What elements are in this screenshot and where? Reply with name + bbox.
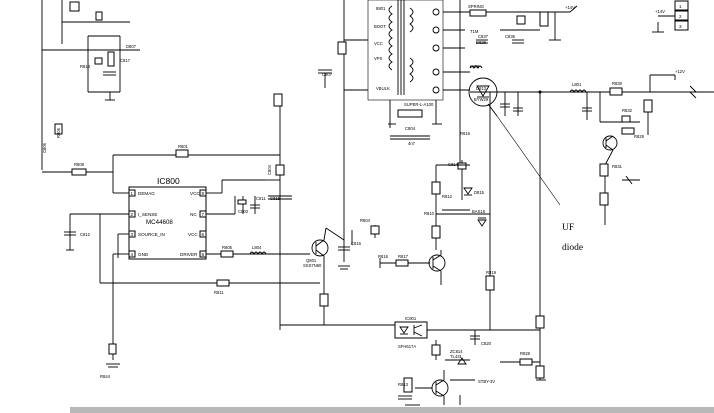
svg-text:L804: L804 [252, 245, 262, 250]
ic800-pin-demag: DEMAG [138, 191, 155, 196]
svg-text:ZC814: ZC814 [450, 349, 463, 354]
svg-text:SPRING: SPRING [468, 4, 484, 9]
svg-text:R808: R808 [74, 162, 85, 167]
svg-text:VCC: VCC [374, 41, 383, 46]
svg-text:4n7: 4n7 [408, 141, 416, 146]
ic800-chip: R801 IC800 1 DEMAG 2 I_SENSE 3 SOURCE_IN… [112, 144, 280, 260]
svg-text:C806: C806 [42, 142, 47, 153]
svg-text:R831: R831 [612, 164, 623, 169]
svg-text:R812: R812 [442, 194, 453, 199]
svg-text:R844: R844 [100, 374, 111, 379]
ic800-label: IC800 [157, 176, 180, 186]
svg-text:R813: R813 [80, 64, 91, 69]
opto-body [394, 321, 428, 339]
svg-text:C815: C815 [270, 196, 281, 201]
ic800-pin-driver: DRIVER [180, 252, 198, 257]
ic800-pin-vcc2: VCC [188, 232, 198, 237]
output-filter: L801 R830 +12V R832 R829 R831 [500, 69, 697, 380]
svg-text:R810: R810 [424, 211, 435, 216]
uf-diode-rectifier: D813 BYW29 UF diode [468, 77, 714, 253]
svg-text:T1M: T1M [470, 29, 479, 34]
svg-text:+14V: +14V [655, 9, 665, 14]
svg-text:SUPER-L-A100: SUPER-L-A100 [404, 102, 434, 107]
ic800-wiring: C812 R811 R805 L804 C803 C811 C804 C815 [64, 93, 320, 379]
svg-text:VPS: VPS [374, 56, 383, 61]
connector-pin-1: 1 [679, 4, 682, 9]
bottom-bar [70, 407, 714, 413]
svg-text:R819: R819 [486, 270, 497, 275]
svg-text:R817: R817 [398, 254, 409, 259]
svg-text:C804: C804 [405, 126, 416, 131]
svg-text:R811: R811 [214, 290, 224, 295]
annotation-uf: UF [562, 223, 574, 233]
svg-text:D807: D807 [126, 44, 137, 49]
opto-part: SFH617A [398, 344, 416, 349]
top-left-section: D807 C817 R813 C806 R806 R808 [41, 0, 140, 176]
svg-text:C812: C812 [80, 232, 91, 237]
svg-text:VBULK: VBULK [376, 86, 390, 91]
ic800-body [128, 186, 207, 260]
svg-text:7: 7 [202, 212, 205, 217]
svg-text:+12V: +12V [675, 69, 685, 74]
opto-ref: IC801 [405, 316, 417, 321]
svg-text:BYW29: BYW29 [474, 97, 489, 102]
svg-text:C811: C811 [256, 196, 266, 201]
ic800-part: MC44608 [146, 219, 173, 226]
svg-text:4: 4 [131, 252, 134, 257]
ic800-pin-gnd: GND [138, 252, 149, 257]
output-connector: 1 2 3 +14V [652, 0, 689, 33]
ic800-pin-vcc: VCC [190, 191, 200, 196]
svg-text:R801: R801 [178, 144, 189, 149]
svg-text:R828: R828 [520, 351, 531, 356]
svg-text:R829: R829 [634, 134, 645, 139]
svg-text:C804: C804 [267, 164, 272, 175]
svg-text:D813: D813 [476, 86, 487, 91]
svg-text:BOOT: BOOT [374, 24, 386, 29]
svg-text:8801: 8801 [376, 6, 386, 11]
svg-text:5: 5 [202, 252, 205, 257]
svg-text:C837: C837 [478, 34, 489, 39]
svg-text:C807: C807 [322, 72, 333, 77]
transformer: 8801 BOOT VCC VPS VBULK C807 SUPER-L-A10… [318, 0, 500, 165]
svg-text:C836: C836 [505, 34, 516, 39]
connector-pin-3: 3 [679, 24, 682, 29]
svg-text:R816: R816 [378, 254, 389, 259]
svg-text:STBY-3V: STBY-3V [478, 379, 495, 384]
svg-text:L801: L801 [572, 82, 582, 87]
bottom-transistor: R813 STBY-3V [398, 370, 495, 406]
svg-text:C820: C820 [481, 341, 492, 346]
connector-pin-2: 2 [679, 14, 682, 19]
svg-text:C814: C814 [448, 162, 459, 167]
ic800-pin-source: SOURCE_IN [138, 232, 165, 237]
svg-text:R806: R806 [56, 127, 61, 138]
svg-text:TL431: TL431 [450, 354, 463, 359]
svg-text:C816: C816 [351, 241, 362, 246]
svg-text:R832: R832 [622, 108, 633, 113]
svg-text:R805: R805 [222, 245, 233, 250]
svg-text:R816: R816 [460, 131, 471, 136]
svg-text:6: 6 [202, 232, 205, 237]
svg-text:C803: C803 [238, 209, 249, 214]
svg-text:3: 3 [131, 232, 134, 237]
svg-text:Q801: Q801 [306, 258, 317, 263]
feedback-network: C814 R812 R810 D815 BAS16 R819 R816 R817… [351, 92, 497, 330]
svg-text:SSS7N60: SSS7N60 [303, 263, 322, 268]
svg-text:BAS16: BAS16 [472, 209, 486, 214]
ic800-pin-isense: I_SENSE [138, 212, 157, 217]
svg-text:+14V: +14V [565, 5, 575, 10]
annotation-diode: diode [562, 243, 583, 253]
svg-text:1: 1 [131, 191, 134, 196]
svg-text:R830: R830 [612, 81, 623, 86]
optocoupler: IC801 SFH617A C820 ZC814 TL431 R828 [394, 315, 546, 381]
svg-text:R813: R813 [398, 382, 409, 387]
svg-text:C817: C817 [120, 58, 131, 63]
svg-text:R804: R804 [360, 218, 371, 223]
svg-text:D815: D815 [474, 190, 485, 195]
svg-text:2: 2 [131, 212, 134, 217]
svg-text:D828: D828 [476, 40, 487, 45]
top-right-caps: C837 C836 +14V [476, 5, 578, 44]
svg-text:8: 8 [202, 191, 205, 196]
ic800-pin-nc: NC [190, 212, 197, 217]
